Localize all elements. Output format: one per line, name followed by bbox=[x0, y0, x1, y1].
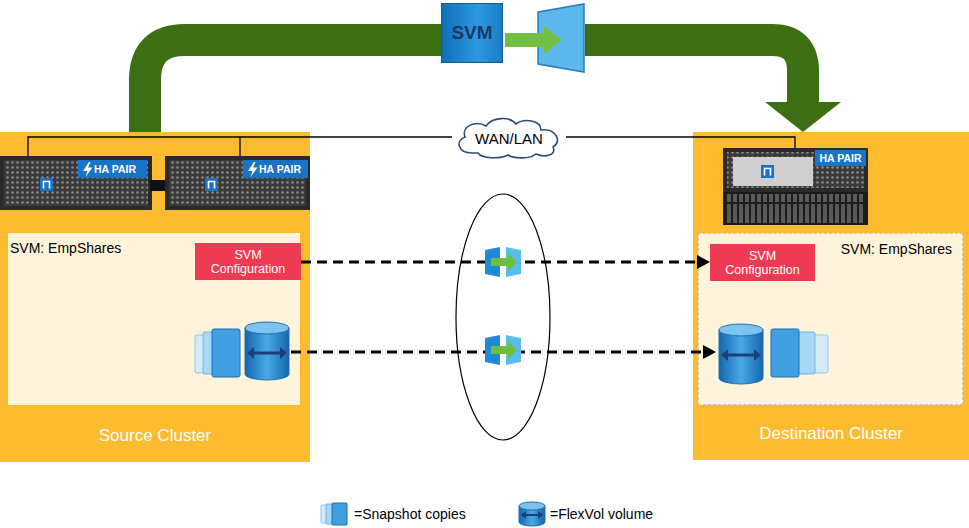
legend-text: =FlexVol volume bbox=[550, 505, 653, 523]
replication-ellipse bbox=[456, 194, 550, 440]
replication-arrow bbox=[703, 345, 716, 359]
flexvol-volume bbox=[245, 322, 289, 334]
node-text: SVM Configuration bbox=[720, 249, 805, 277]
ha-controller bbox=[726, 194, 865, 223]
ha-controller bbox=[209, 182, 215, 189]
network-line bbox=[566, 137, 693, 138]
node-text: Destination Cluster bbox=[693, 424, 969, 444]
mirror-icon bbox=[506, 335, 521, 365]
ha-controller bbox=[733, 157, 813, 186]
legend-volume-icon bbox=[519, 502, 545, 526]
node-text: SVM: EmpShares bbox=[10, 240, 121, 256]
snapshot-copies bbox=[212, 329, 240, 377]
flexvol-volume bbox=[245, 328, 289, 380]
snapshot-copies bbox=[195, 329, 240, 377]
legend-volume-icon bbox=[521, 511, 526, 519]
node-text: WAN/LAN bbox=[475, 130, 543, 147]
model-label: HA PAIR bbox=[815, 150, 866, 166]
controller-link bbox=[150, 180, 167, 191]
ha-controller bbox=[40, 178, 53, 191]
ha-controller bbox=[4, 160, 148, 206]
ha-controller bbox=[165, 156, 310, 210]
svm-mirror-panel bbox=[505, 33, 545, 47]
network-line bbox=[566, 136, 693, 137]
mirror-icon bbox=[491, 346, 509, 354]
ha-controller bbox=[815, 150, 866, 166]
model-label: HA PAIR bbox=[94, 160, 136, 178]
network-cloud: WAN/LAN bbox=[452, 116, 566, 160]
node-text: Source Cluster bbox=[0, 426, 310, 446]
migration-arrow bbox=[145, 40, 441, 132]
legend-snapshot-icon bbox=[321, 503, 347, 525]
ha-controller bbox=[765, 169, 771, 176]
ha-controller bbox=[761, 165, 774, 178]
network-wire bbox=[28, 137, 795, 156]
flexvol-volume bbox=[245, 322, 289, 380]
ha-controller bbox=[723, 148, 868, 225]
ha-controller bbox=[248, 162, 258, 177]
ha-controller bbox=[0, 156, 152, 210]
ha-controller bbox=[44, 182, 50, 189]
network-line bbox=[310, 136, 452, 137]
legend-volume-icon bbox=[524, 514, 540, 516]
node-text: SVM Configuration bbox=[205, 248, 291, 276]
node-text: SVM: EmpShares bbox=[841, 241, 952, 257]
config-box: SVM Configuration bbox=[710, 244, 815, 281]
svm-mirror-panel bbox=[544, 26, 562, 54]
cloud-outline bbox=[459, 119, 557, 158]
ha-controller bbox=[723, 148, 868, 192]
ha-controller bbox=[0, 156, 152, 210]
node-text: SVM bbox=[451, 22, 492, 44]
svm-mirror-panel bbox=[503, 4, 585, 72]
mirror-icon bbox=[508, 341, 517, 359]
svm-icon: SVM bbox=[441, 3, 503, 63]
replication-arrow bbox=[291, 345, 716, 359]
flexvol-volume bbox=[754, 349, 761, 361]
flexvol-volume bbox=[726, 354, 756, 357]
ha-controller bbox=[169, 160, 306, 206]
flexvol-volume bbox=[280, 347, 287, 359]
flexvol-volume bbox=[252, 352, 282, 355]
mirror-icon bbox=[485, 335, 521, 365]
legend-snapshot-icon bbox=[332, 503, 347, 525]
legend-text: =Snapshot copies bbox=[354, 505, 466, 523]
network-wire bbox=[693, 137, 795, 148]
legend-volume-icon bbox=[519, 502, 545, 510]
arrow-head bbox=[697, 255, 710, 269]
mirror-icon bbox=[485, 247, 521, 277]
migration-arrow bbox=[145, 40, 441, 132]
mirror-icon bbox=[491, 258, 509, 266]
snapshot-copies bbox=[771, 329, 799, 377]
network-wire bbox=[239, 137, 240, 156]
legend-volume-icon bbox=[538, 511, 543, 519]
arrow-head bbox=[765, 102, 841, 132]
flexvol-volume bbox=[719, 330, 763, 384]
ha-controller bbox=[205, 178, 218, 191]
mirror-icon bbox=[508, 253, 517, 271]
replication-arrow bbox=[301, 255, 710, 269]
network-line bbox=[310, 137, 452, 138]
network-wire bbox=[28, 137, 310, 156]
ha-controller bbox=[83, 162, 93, 177]
flexvol-volume bbox=[247, 347, 254, 359]
snapshot-copies bbox=[771, 329, 828, 377]
flexvol-volume bbox=[719, 324, 763, 384]
mirror-icon bbox=[506, 247, 521, 277]
model-label: HA PAIR bbox=[259, 160, 301, 178]
ha-controller bbox=[165, 156, 310, 210]
ha-controller bbox=[243, 160, 308, 178]
ha-controller bbox=[78, 160, 147, 178]
svm-mirror-panel bbox=[538, 4, 584, 72]
ha-controller bbox=[723, 192, 868, 225]
flexvol-volume bbox=[719, 324, 763, 336]
config-box: SVM Configuration bbox=[195, 243, 301, 280]
flexvol-volume bbox=[721, 349, 728, 361]
